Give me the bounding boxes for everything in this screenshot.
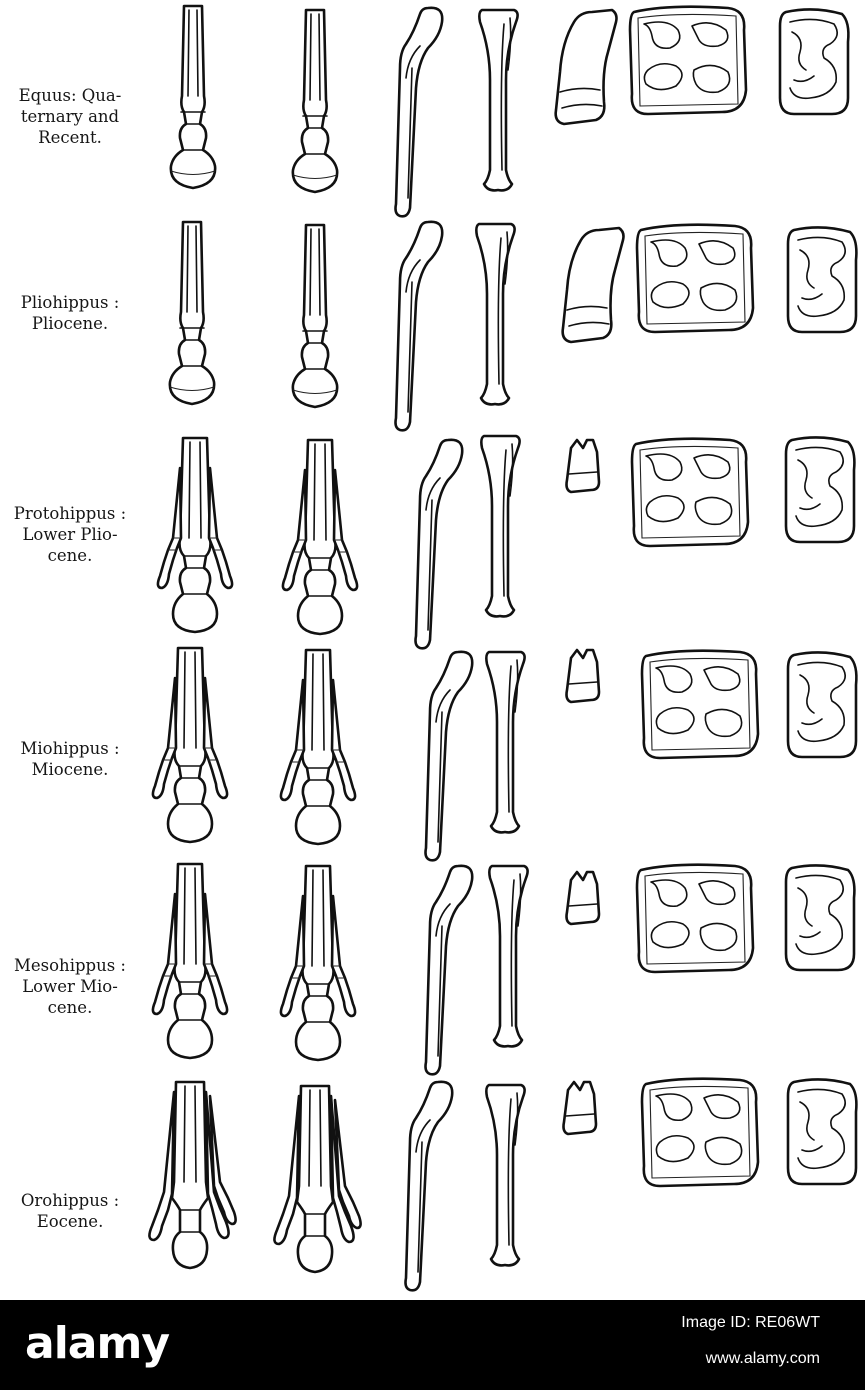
row-equus [169,4,850,218]
row-pliohippus [168,220,858,432]
row-mesohippus [151,862,856,1076]
watermark-footer: alamy Image ID: RE06WT www.alamy.com [0,1300,865,1390]
label-miohippus: Miohippus :Miocene. [20,739,120,779]
image-id-text: Image ID: RE06WT [681,1314,820,1331]
row-orohippus [148,1077,858,1292]
row-miohippus [151,646,858,862]
label-protohippus: Protohippus :Lower Plio-cene. [13,504,127,565]
site-url-text: www.alamy.com [705,1350,820,1367]
fossil-illustrations [148,4,858,1292]
label-pliohippus: Pliohippus :Pliocene. [20,293,120,333]
label-orohippus: Orohippus :Eocene. [20,1191,120,1231]
label-mesohippus: Mesohippus :Lower Mio-cene. [14,956,126,1017]
brand-logo: alamy [25,1318,170,1369]
row-protohippus [156,434,856,650]
